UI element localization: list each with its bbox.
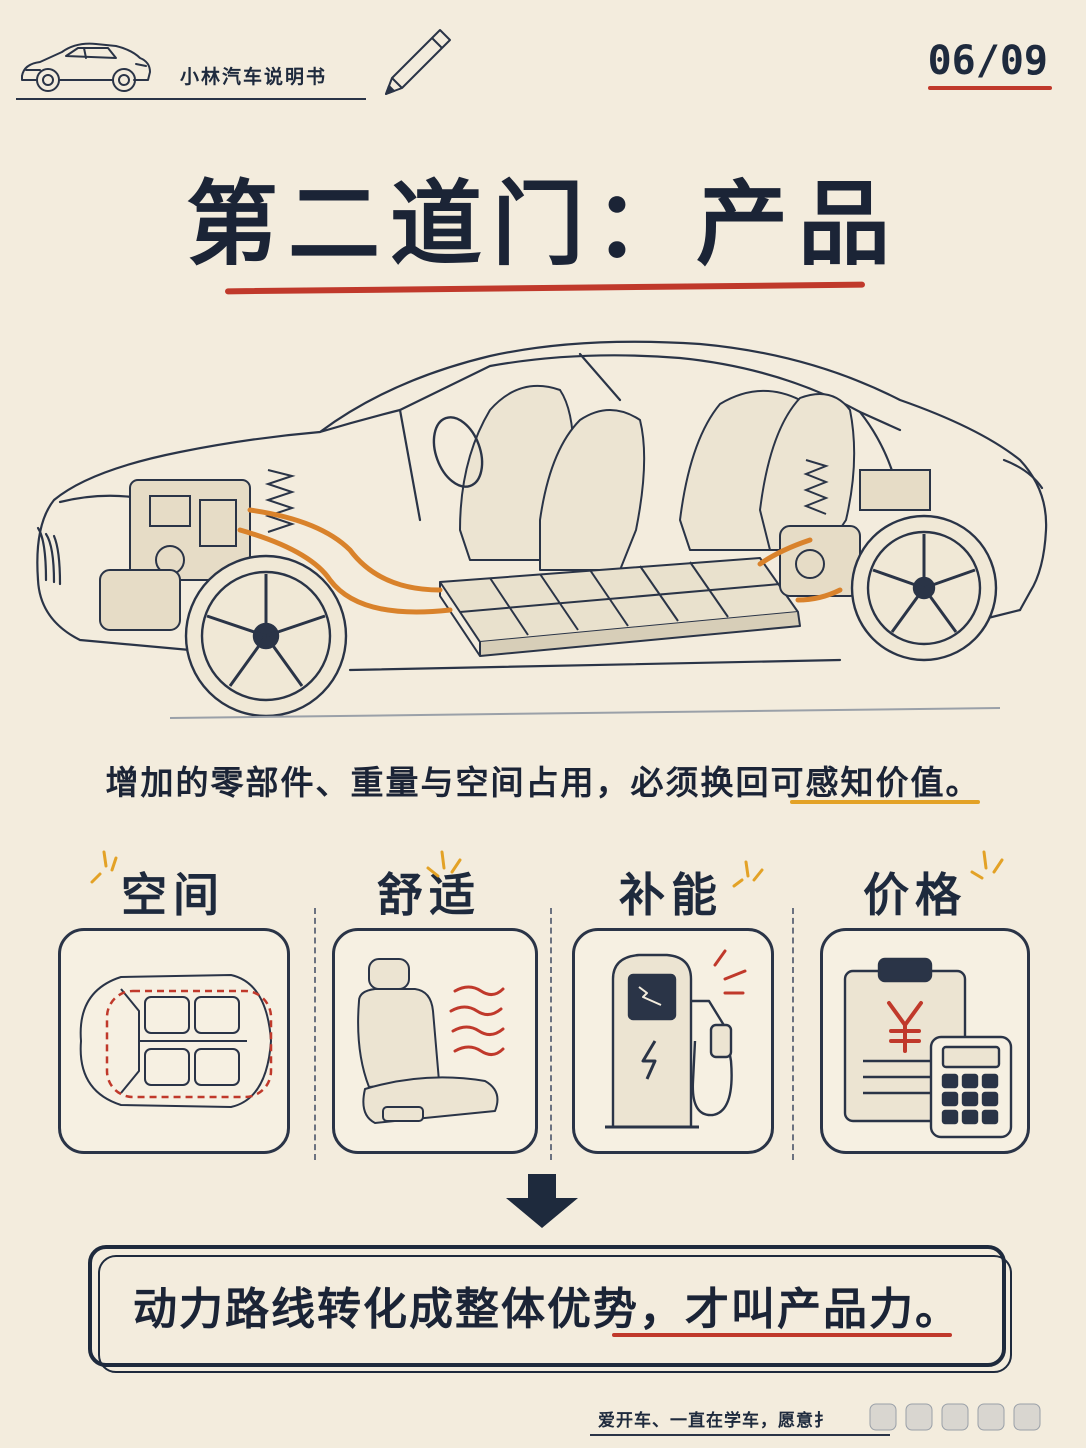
- sparkle-rays-icon: [970, 850, 1004, 880]
- feature-divider: [314, 908, 316, 1160]
- page-title: 第二道门：产品: [185, 171, 900, 278]
- feature-label: 空间: [121, 868, 225, 922]
- feature-card-price: [820, 928, 1030, 1154]
- sparkle-rays-icon: [90, 850, 118, 884]
- car-top-view-icon: [79, 974, 273, 1108]
- footer-text: 爱开车、一直在学车，愿意扌: [598, 1411, 832, 1431]
- front-wheel: [184, 554, 348, 718]
- conclusion-text: 动力路线转化成整体优势，才叫产品力。: [133, 1284, 961, 1335]
- feature-divider: [550, 908, 552, 1160]
- feature-space: 空间: [58, 850, 288, 930]
- caption-highlight-underline: [790, 800, 980, 804]
- feature-card-space: [58, 928, 290, 1154]
- ev-cutaway-illustration: [36, 340, 1048, 719]
- feature-recharge: 补能: [556, 860, 786, 930]
- caption: 增加的零部件、重量与空间占用，必须换回可感知价值。: [105, 763, 981, 802]
- conclusion-box: 动力路线转化成整体优势，才叫产品力。: [88, 1245, 1012, 1373]
- down-arrow-icon: [506, 1174, 578, 1228]
- feature-card-recharge: [572, 928, 774, 1154]
- title-underline: [224, 281, 866, 295]
- pencil-icon: [385, 29, 451, 95]
- brand-name: 小林汽车说明书: [180, 66, 328, 88]
- rear-wheel: [850, 514, 998, 662]
- price-calculator-icon: [843, 957, 1013, 1139]
- sparkle-rays-icon: [732, 860, 764, 888]
- feature-label: 补能: [619, 868, 723, 922]
- feature-label: 价格: [863, 868, 967, 922]
- page-number-underline: [928, 86, 1052, 90]
- heated-seat-icon: [357, 958, 505, 1124]
- feature-divider: [792, 908, 794, 1160]
- feature-card-comfort: [332, 928, 538, 1154]
- sports-car-icon: [21, 42, 151, 92]
- feature-price: 价格: [800, 850, 1030, 930]
- feature-label: 舒适: [377, 868, 481, 922]
- conclusion-underline: [612, 1333, 952, 1337]
- footer-underline: [590, 1434, 890, 1436]
- sparkle-rays-icon: [426, 850, 462, 878]
- feature-comfort: 舒适: [314, 850, 544, 930]
- page-number: 06/09: [927, 38, 1048, 84]
- charging-station-icon: [605, 949, 747, 1129]
- brand-underline: [16, 98, 366, 100]
- watermark-logo: [869, 1403, 1041, 1431]
- header: 小林汽车说明书 06/09: [12, 20, 1074, 110]
